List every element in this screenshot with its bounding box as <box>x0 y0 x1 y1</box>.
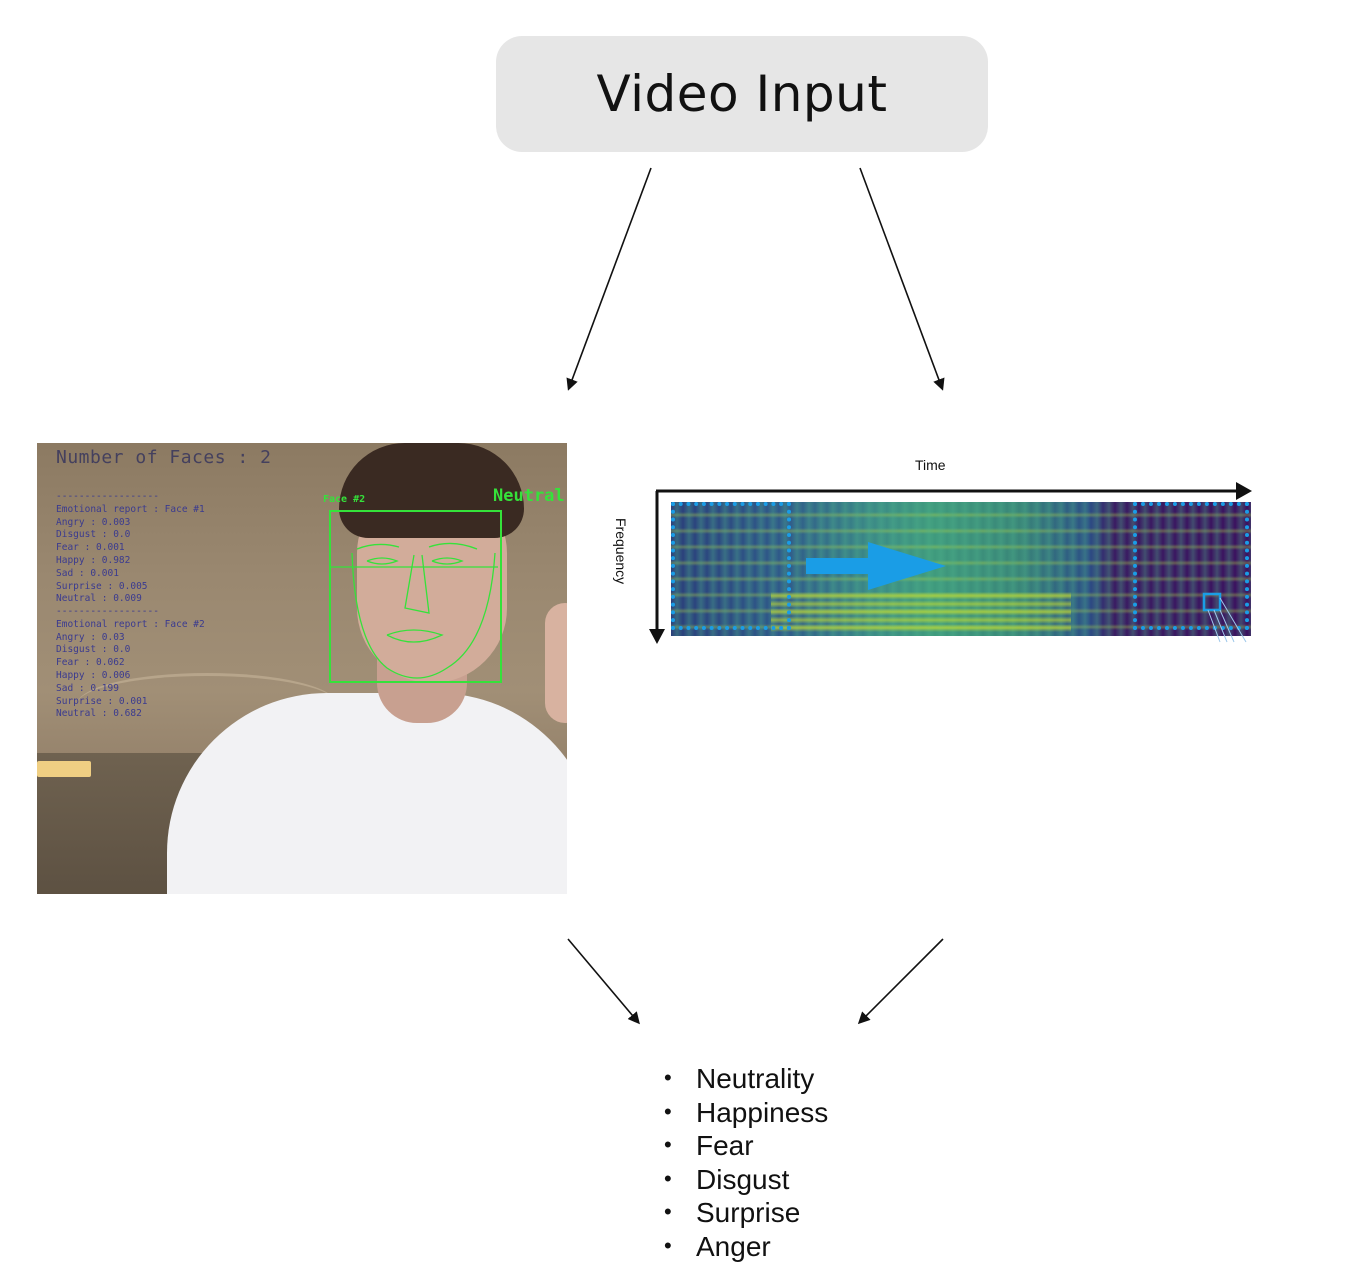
bullet: • <box>664 1098 672 1124</box>
spectrogram-image <box>671 502 1251 636</box>
face-tag: Face #2 <box>323 494 366 505</box>
arrow-to-audio <box>859 167 945 391</box>
time-axis-label: Time <box>915 457 946 473</box>
spectrogram-panel: Time Frequency <box>610 448 1260 648</box>
emotion-label: Anger <box>696 1230 771 1262</box>
spectrogram-window-end <box>1133 502 1249 630</box>
emotion-label: Surprise <box>696 1197 801 1229</box>
spectrogram-harmonics <box>771 592 1071 632</box>
arrow-video-to-output <box>567 938 640 1025</box>
face-detection-box <box>329 510 502 683</box>
emotion-report-face-1: ------------------ Emotional report : Fa… <box>56 491 205 606</box>
report-line: Happy : 0.006 <box>56 669 131 681</box>
report-line: Disgust : 0.0 <box>56 644 131 656</box>
list-item: • Anger <box>664 1230 828 1264</box>
person-hair <box>339 443 524 538</box>
bullet: • <box>664 1065 672 1090</box>
report-divider: ------------------ <box>56 491 159 502</box>
face-landmarks <box>329 542 498 679</box>
webcam-frame: Face #2 Neutral Number of Faces : 2 ----… <box>37 443 567 894</box>
person-hand <box>545 603 567 723</box>
kernel-square-icon <box>1202 592 1222 612</box>
report-line: Surprise : 0.001 <box>56 695 148 707</box>
report-line: Neutral : 0.009 <box>56 593 142 605</box>
spectrogram-window-start <box>671 502 791 630</box>
sliding-arrow-icon <box>868 542 946 590</box>
bullet: • <box>664 1232 672 1258</box>
list-item: • Neutrality <box>664 1062 828 1096</box>
report-line: Sad : 0.001 <box>56 567 119 579</box>
arrow-to-video <box>566 167 652 391</box>
face-emotion-label: Neutral <box>493 486 565 506</box>
window-light <box>37 761 91 777</box>
video-input-node: Video Input <box>496 36 988 152</box>
emotion-list: • Neutrality • Happiness • Fear • Disgust • S… <box>664 1062 828 1264</box>
report-line: Angry : 0.003 <box>56 516 131 528</box>
time-axis-arrowhead <box>1236 482 1252 500</box>
report-line: Happy : 0.982 <box>56 554 131 566</box>
report-line: Sad : 0.199 <box>56 682 119 694</box>
bullet: • <box>664 1199 672 1225</box>
bullet: • <box>664 1165 672 1191</box>
ceiling-curve <box>77 673 337 736</box>
faces-count: Number of Faces : 2 <box>56 447 272 468</box>
emotion-label: Disgust <box>696 1163 790 1195</box>
emotion-label: Fear <box>696 1130 754 1162</box>
report-divider: ------------------ <box>56 606 159 617</box>
report-title: Emotional report : Face #2 <box>56 618 205 630</box>
video-input-title: Video Input <box>596 65 888 123</box>
list-item: • Happiness <box>664 1096 828 1130</box>
kernel-lines <box>1207 597 1247 643</box>
bullet: • <box>664 1132 672 1158</box>
list-item: • Disgust <box>664 1163 828 1197</box>
report-line: Neutral : 0.682 <box>56 708 142 720</box>
report-line: Surprise : 0.005 <box>56 580 148 592</box>
list-item: • Fear <box>664 1129 828 1163</box>
frequency-axis-arrowhead <box>649 629 665 644</box>
report-line: Angry : 0.03 <box>56 631 125 643</box>
report-line: Fear : 0.062 <box>56 657 125 669</box>
arrow-audio-to-output <box>857 938 944 1025</box>
report-title: Emotional report : Face #1 <box>56 503 205 515</box>
report-line: Fear : 0.001 <box>56 542 125 554</box>
person-shirt <box>167 693 567 894</box>
sliding-arrow-shaft <box>806 558 876 574</box>
report-line: Disgust : 0.0 <box>56 529 131 541</box>
emotion-label: Neutrality <box>696 1063 815 1094</box>
emotion-label: Happiness <box>696 1096 829 1128</box>
spectrogram-axes <box>649 482 1252 644</box>
list-item: • Surprise <box>664 1196 828 1230</box>
emotion-report-face-2: ------------------ Emotional report : Fa… <box>56 606 205 721</box>
